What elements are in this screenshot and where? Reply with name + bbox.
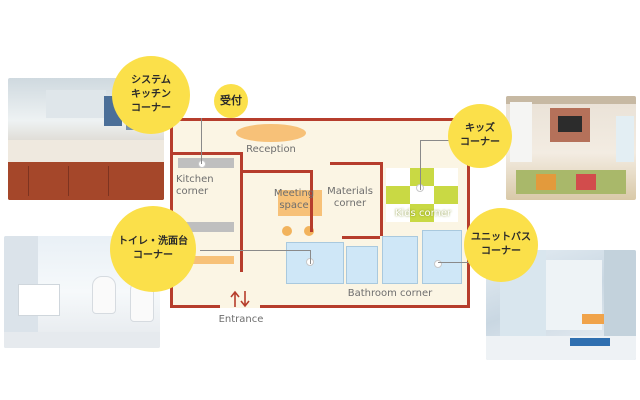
meeting-space-label: Meeting space [273, 188, 315, 211]
wall-top [170, 118, 470, 121]
wall-bottom-right [260, 305, 470, 308]
kids-checker [386, 168, 458, 222]
kitchen-counter-bottom [178, 222, 234, 232]
unit-bath-callout: ユニットバス コーナー [464, 208, 538, 282]
meeting-chair-left [282, 226, 292, 236]
kitchen-corner-label: Kitchen corner [176, 174, 214, 197]
wall-kids-divider [380, 162, 383, 236]
bath-booth-3 [422, 230, 462, 284]
kitchen-marker-dot [198, 160, 206, 168]
leader-toilet [200, 250, 310, 251]
materials-corner-label: Materials corner [327, 186, 373, 209]
meeting-chair-right [304, 226, 314, 236]
leader-kids [420, 140, 421, 190]
wall-kitchen-right [240, 152, 243, 272]
bath-booth-2 [382, 236, 418, 284]
reception-callout: 受付 [214, 84, 248, 118]
system-kitchen-callout: システム キッチン コーナー [112, 56, 190, 134]
reception-desk [236, 124, 306, 142]
wall-right [467, 118, 470, 308]
leader-kids-h [420, 140, 450, 141]
toilet-washroom-photo [4, 236, 160, 348]
bath-booth-1 [346, 246, 378, 284]
reception-label: Reception [246, 144, 296, 155]
wall-materials-top [330, 162, 380, 165]
kitchen-counter-top [178, 158, 234, 168]
up-down-arrows-icon [230, 290, 250, 308]
leader-kitchen [201, 118, 202, 164]
leader-toilet-v [310, 250, 311, 264]
meeting-table [278, 190, 322, 216]
wall-kitchen-top [170, 152, 240, 155]
wall-bath-top [342, 236, 380, 239]
washroom-blue-area [286, 242, 344, 284]
leader-bath [438, 262, 478, 263]
entrance-label: Entrance [218, 314, 264, 325]
kids-corner-photo [506, 96, 636, 200]
floor-plan: Reception Kitchen corner Meeting space M… [170, 118, 470, 308]
toilet-washroom-callout: トイレ・洗面台 コーナー [110, 206, 196, 292]
bathroom-corner-label: Bathroom corner [347, 288, 433, 299]
kids-corner-label: Kids corner [394, 208, 452, 219]
wall-bottom-left [170, 305, 220, 308]
kitchen-orange-strip [178, 256, 234, 264]
bath-marker-dot [434, 260, 442, 268]
wall-materials-left [310, 170, 313, 232]
kids-callout: キッズ コーナー [448, 104, 512, 168]
wall-mid-horizontal [240, 170, 310, 173]
